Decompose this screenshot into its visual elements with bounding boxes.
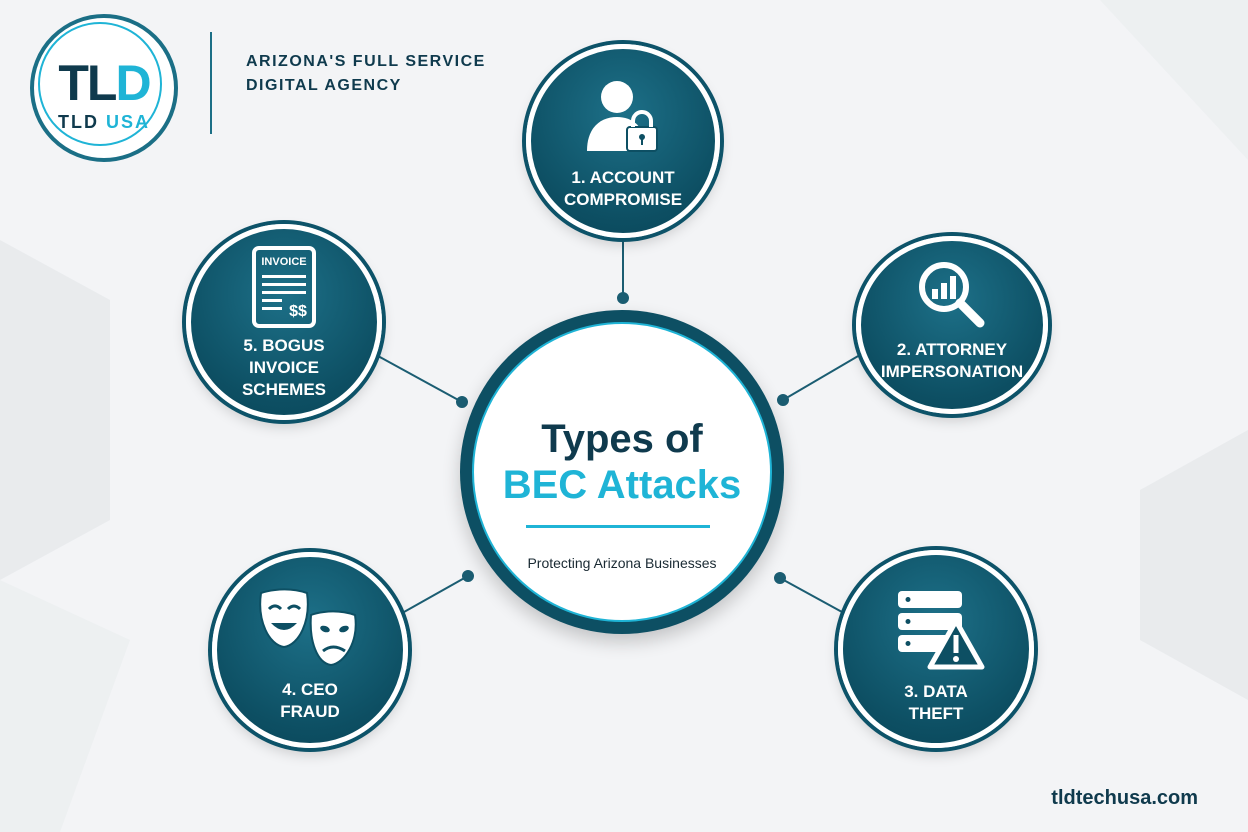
node-label-line: THEFT [908,704,964,723]
node-label-line: 3. DATA [904,682,968,701]
user-lock-icon [587,81,658,152]
node-label: 4. CEO FRAUD [217,679,403,723]
invoice-icon-heading: INVOICE [261,256,306,268]
center-caption: Protecting Arizona Businesses [527,555,717,571]
node-label-line: 4. CEO [282,680,338,699]
tagline-line-2: DIGITAL AGENCY [246,77,402,94]
node-label-line: INVOICE [249,358,319,377]
node-label-line: IMPERSONATION [880,362,1024,381]
logo-subtext: TLD USA [30,112,178,132]
logo-sub-text: TLD [57,112,106,132]
node-label: 2. ATTORNEY IMPERSONATION [861,339,1043,383]
server-warning-icon [898,591,985,670]
brand-tagline: ARIZONA'S FULL SERVICE DIGITAL AGENCY [246,50,486,98]
magnifier-chart-icon [919,262,985,328]
logo-mark-accent: D [115,55,151,111]
brand-logo: TLD TLD USA [30,14,178,162]
center-divider [526,525,710,528]
logo-mark-text: TL [58,55,117,111]
node-attorney-impersonation: 2. ATTORNEY IMPERSONATION [856,236,1048,414]
node-ceo-fraud: 4. CEO FRAUD [212,552,408,748]
tagline-line-1: ARIZONA'S FULL SERVICE [246,53,486,70]
node-label-line: 5. BOGUS [243,336,325,355]
node-label-line: 2. ATTORNEY [896,340,1008,359]
node-data-theft: 3. DATA THEFT [838,550,1034,748]
website-url: tldtechusa.com [1051,787,1198,809]
node-label: 5. BOGUS INVOICE SCHEMES [191,335,377,401]
center-hub-inner: Types of BEC Attacks Protecting Arizona … [472,322,772,622]
center-title: Types of [541,417,703,461]
node-label: 1. ACCOUNT COMPROMISE [531,167,715,211]
logo-sub-accent: USA [105,112,150,132]
node-label-line: 1. ACCOUNT [571,168,675,187]
header-divider [210,32,212,134]
invoice-icon-amount: $$ [289,303,307,320]
center-subtitle: BEC Attacks [502,463,742,507]
node-label-line: COMPROMISE [563,190,683,209]
node-account-compromise: 1. ACCOUNT COMPROMISE [526,44,720,238]
invoice-icon: INVOICE $$ [252,246,316,328]
node-label-line: SCHEMES [241,380,327,399]
logo-inner-ring [38,22,162,146]
logo-mark: TLD [30,58,178,108]
center-hub: Types of BEC Attacks Protecting Arizona … [460,310,784,634]
node-bogus-invoice: INVOICE $$ 5. BOGUS INVOICE SCHEMES [186,224,382,420]
node-label-line: FRAUD [280,702,340,721]
node-label: 3. DATA THEFT [843,681,1029,725]
theater-masks-icon [259,588,357,667]
